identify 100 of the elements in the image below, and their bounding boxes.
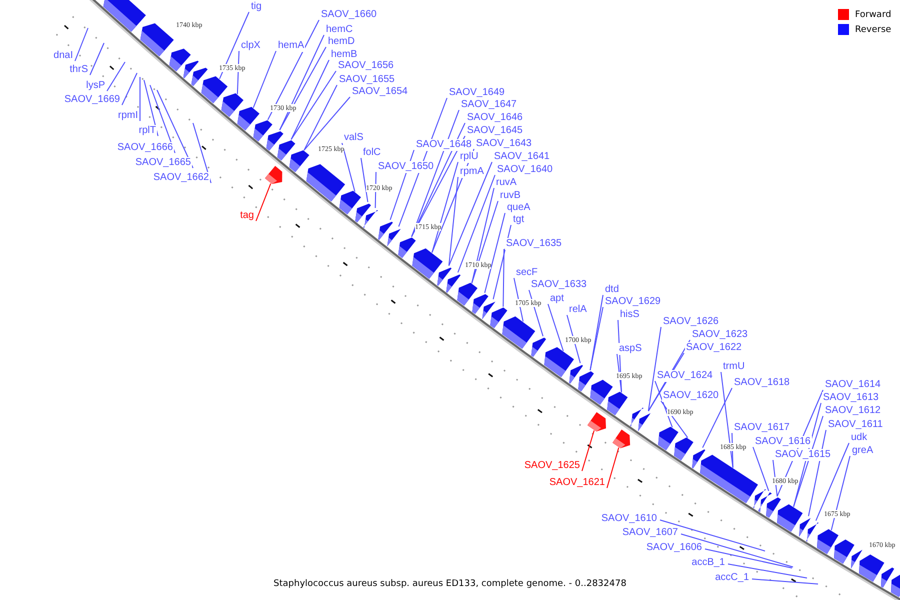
gene-block [587,412,606,432]
gene-label: SAOV_1611 [827,419,884,431]
gene-label: SAOV_1615 [774,449,832,461]
gene-label: tag [239,210,255,222]
gene-label: SAOV_1610 [600,513,658,525]
gene-block [753,489,766,508]
gene-label: accB_1 [690,557,726,569]
gene-label: SAOV_1623 [691,329,749,341]
leader-line [252,50,276,108]
legend-label: Reverse [855,24,892,34]
gene-label: SAOV_1656 [337,60,395,72]
leader-line [548,304,564,352]
leader-line [290,70,336,140]
gene-block [891,573,900,597]
leader-line [514,278,524,322]
gene-label: rplU [459,151,480,163]
leader-line [432,162,458,254]
gene-label: SAOV_1616 [754,436,812,448]
gene-label: SAOV_1641 [493,151,551,163]
leader-line [448,162,492,266]
gene-label: SAOV_1621 [548,477,606,489]
gene-label: SAOV_1643 [475,138,533,150]
leader-line [90,42,104,76]
leader-line [680,534,794,568]
gene-label: SAOV_1607 [621,527,679,539]
gene-label: SAOV_1666 [116,142,174,154]
gene-label: SAOV_1645 [466,125,524,137]
gene-label: tgt [512,214,526,226]
gene-label: greA [851,445,874,457]
gene-label: tig [250,1,263,13]
gene-label: SAOV_1633 [530,279,588,291]
gene-block [264,166,282,184]
leader-line [106,62,126,92]
gene-block [806,522,819,542]
leader-line [830,456,850,531]
gene-label: SAOV_1649 [448,87,506,99]
gene-block [140,23,174,56]
gene-label: SAOV_1648 [415,139,473,151]
leader-line [74,28,88,62]
gene-label: SAOV_1606 [645,542,703,554]
leader-line [815,442,850,522]
leader-line [582,430,595,472]
leader-line [648,326,662,412]
gene-label: rpmA [459,166,485,178]
gene-label: SAOV_1646 [466,112,524,124]
gene-block [630,408,644,426]
gene-block [590,380,613,405]
gene-block [387,228,401,246]
gene-label: lysP [85,80,106,92]
gene-block [531,338,546,357]
leader-line [654,380,673,428]
gene-label: SAOV_1624 [656,370,714,382]
leader-line [660,400,688,438]
gene-label: SAOV_1625 [523,460,581,472]
gene-block [339,190,361,214]
gene-block [674,438,694,460]
leader-line [702,388,732,448]
gene-label: SAOV_1665 [134,157,192,169]
gene-block [221,93,244,117]
gene-block [457,282,478,306]
leader-line [728,564,808,578]
leader-line [660,520,766,552]
leader-line [192,122,212,184]
caption: Staphylococcus aureus subsp. aureus ED133, complete genome. - 0..2832478 [272,578,628,590]
gene-block [306,164,346,202]
gene-block [607,392,628,416]
leader-line [471,200,498,284]
leader-line [279,46,326,130]
gene-label: SAOV_1640 [496,164,554,176]
leader-line [304,84,338,151]
gene-label: SAOV_1662 [152,172,210,184]
leader-line [752,446,770,492]
gene-label: SAOV_1654 [351,86,409,98]
gene-label: SAOV_1635 [505,238,563,250]
gene-label: SAOV_1613 [822,392,880,404]
gene-block [502,316,536,349]
gene-label: hemA [277,40,306,52]
leader-line [360,158,368,203]
gene-block [612,430,630,448]
gene-block [103,0,146,32]
leader-line [122,72,138,106]
gene-label: SAOV_1622 [685,342,743,354]
gene-label: SAOV_1614 [824,379,882,391]
leader-line [793,416,824,508]
gene-block [544,347,574,378]
leader-line [502,248,504,308]
gene-block [398,238,416,258]
leader-line [484,212,506,294]
gene-label: SAOV_1618 [733,377,791,389]
leader-line [590,306,604,371]
gene-label: SAOV_1626 [662,316,720,328]
gene-block [289,150,310,172]
leader-line [704,548,792,568]
leader-line [290,60,330,140]
leader-line [606,447,620,488]
leader-line [256,183,272,222]
gene-label: SAOV_1650 [377,161,435,173]
leader-line [342,142,356,192]
gene-label: SAOV_1660 [320,9,378,21]
gene-block [412,248,443,279]
